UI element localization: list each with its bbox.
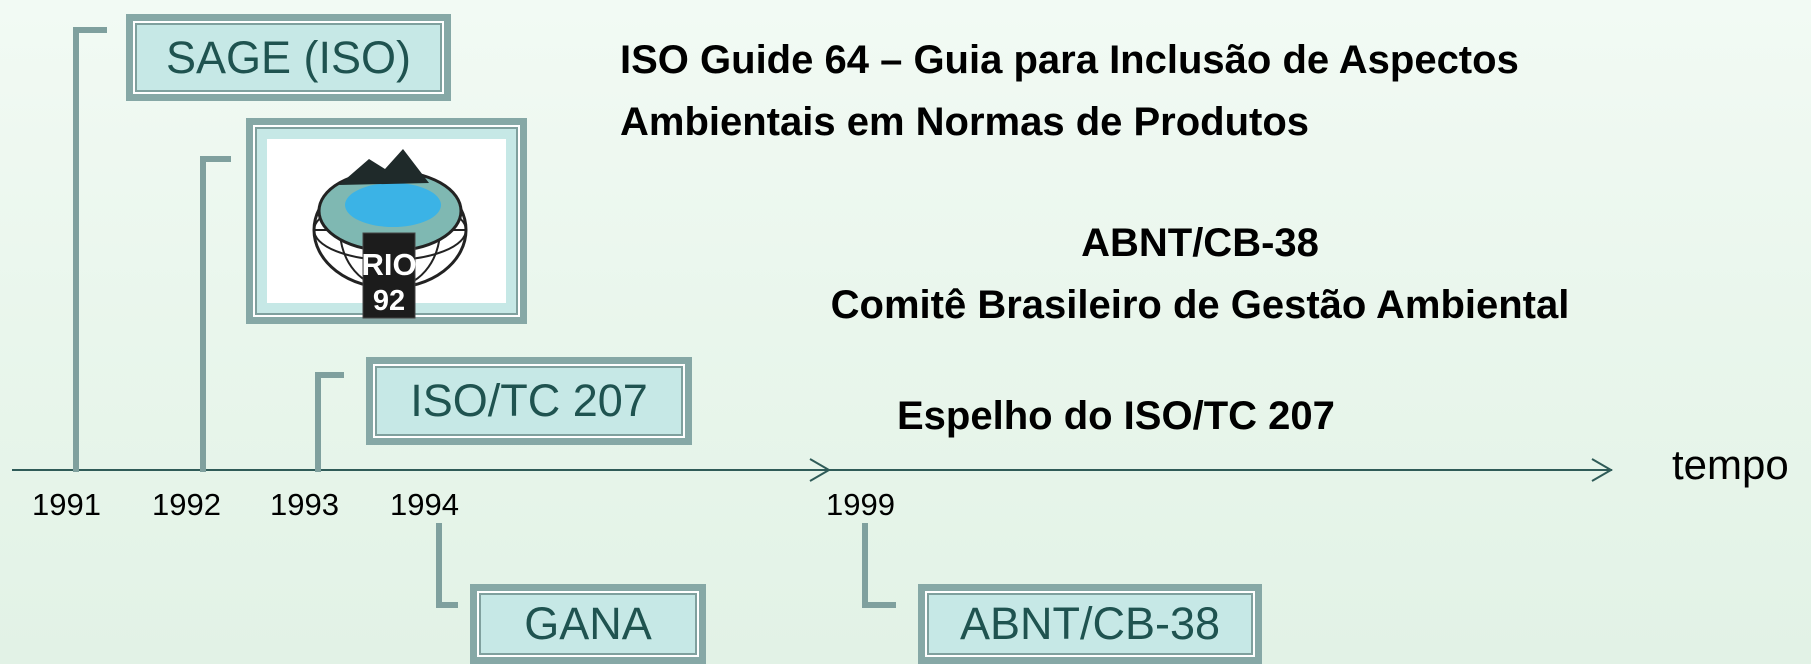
connector-1999 [862,523,896,608]
iso-tc-207-box: ISO/TC 207 [366,357,692,445]
iso-guide-64-line1: ISO Guide 64 – Guia para Inclusão de Asp… [620,38,1519,82]
iso-guide-64-line2: Ambientais em Normas de Produtos [620,100,1310,144]
gana-box: GANA [470,584,706,664]
mirror-heading: Espelho do ISO/TC 207 [897,385,1335,447]
abnt-committee-heading: ABNT/CB-38 Comitê Brasileiro de Gestão A… [700,212,1700,336]
connector-1994 [436,523,458,608]
abnt-committee-line2: Comitê Brasileiro de Gestão Ambiental [830,283,1570,327]
gana-label: GANA [524,598,652,649]
axis-arrow-end [1591,458,1613,482]
connector-1991 [73,27,107,472]
rio-92-logo: RIO 92 [312,149,468,319]
year-label: 1991 [32,487,101,522]
year-label: 1999 [826,487,895,522]
rio-92-logo-frame: RIO 92 [246,118,527,324]
year-label: 1992 [152,487,221,522]
sage-iso-label: SAGE (ISO) [165,31,412,83]
abnt-committee-line1: ABNT/CB-38 [1081,221,1319,265]
abnt-cb-38-label: ABNT/CB-38 [959,598,1221,649]
logo-text-rio: RIO [361,247,416,282]
connector-1993 [315,372,344,472]
mirror-heading-text: Espelho do ISO/TC 207 [897,394,1335,438]
axis-label-tempo: tempo [1672,441,1789,488]
year-label: 1993 [270,487,339,522]
iso-tc-207-label: ISO/TC 207 [410,375,648,426]
axis-arrow-mid [809,458,831,482]
iso-guide-64-heading: ISO Guide 64 – Guia para Inclusão de Asp… [620,29,1519,153]
year-label: 1994 [390,487,459,522]
logo-text-92: 92 [373,285,405,317]
connector-1992 [200,156,231,472]
abnt-cb-38-box: ABNT/CB-38 [918,584,1262,664]
sage-iso-box: SAGE (ISO) [126,14,451,101]
